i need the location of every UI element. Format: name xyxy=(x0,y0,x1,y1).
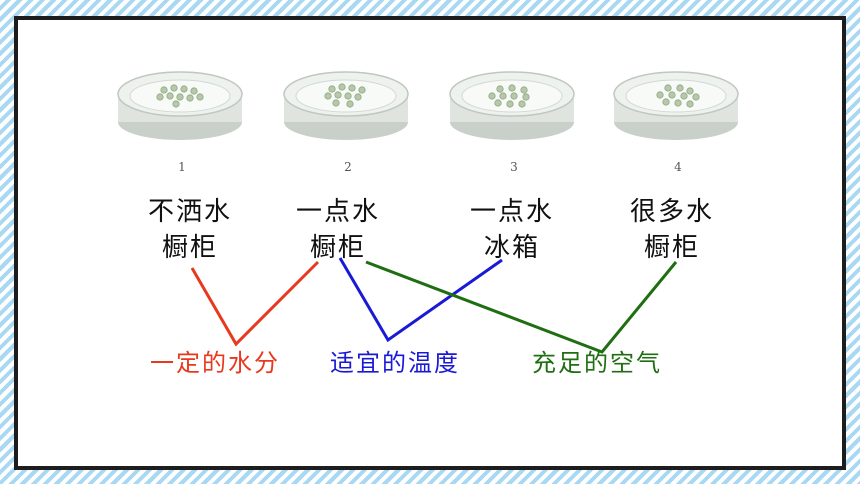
dish-number-4: 4 xyxy=(674,160,682,174)
petri-dish-4 xyxy=(613,71,739,140)
connector-water xyxy=(190,260,320,347)
condition-water-2: 一点水 xyxy=(295,197,380,227)
condition-label-3: 一点水 冰箱 xyxy=(452,194,572,266)
condition-water-1: 不洒水 xyxy=(147,197,232,227)
condition-water-4: 很多水 xyxy=(629,197,714,227)
factor-temperature-label: 适宜的温度 xyxy=(330,349,460,377)
condition-place-4: 橱柜 xyxy=(643,233,700,263)
condition-label-2: 一点水 橱柜 xyxy=(278,194,398,266)
condition-place-3: 冰箱 xyxy=(483,233,540,263)
condition-place-1: 橱柜 xyxy=(161,233,218,263)
condition-label-4: 很多水 橱柜 xyxy=(612,194,732,266)
dish-number-1: 1 xyxy=(178,160,186,174)
condition-label-1: 不洒水 橱柜 xyxy=(130,194,250,266)
petri-dish-2 xyxy=(283,71,409,140)
condition-place-2: 橱柜 xyxy=(309,233,366,263)
dish-number-3: 3 xyxy=(510,160,518,174)
connector-temperature xyxy=(338,257,503,343)
petri-dish-1 xyxy=(117,71,243,140)
condition-water-3: 一点水 xyxy=(469,197,554,227)
dish-number-2: 2 xyxy=(344,160,352,174)
petri-dish-3 xyxy=(449,71,575,140)
factor-air-label: 充足的空气 xyxy=(532,349,662,377)
factor-water-label: 一定的水分 xyxy=(150,349,280,377)
connector-air xyxy=(365,260,678,354)
